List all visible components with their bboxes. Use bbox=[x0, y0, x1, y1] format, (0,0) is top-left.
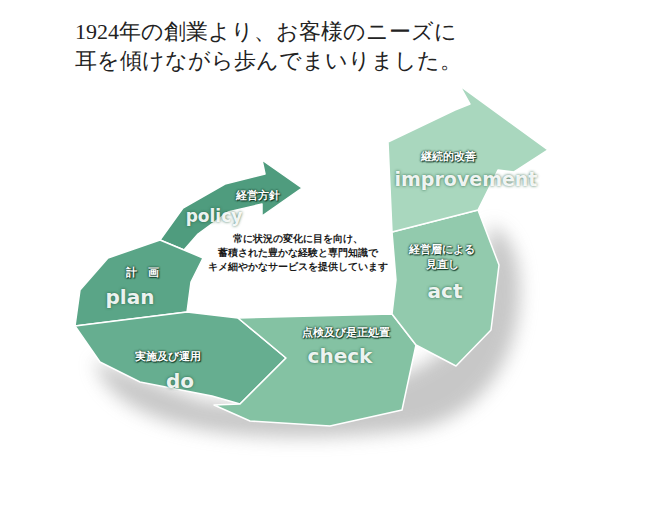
step-label: 継続的改善 bbox=[421, 150, 476, 165]
segment-fill bbox=[388, 86, 548, 232]
act-segment: 経営層による 見直し act bbox=[392, 210, 499, 366]
step-label: 点検及び是正処置 bbox=[302, 326, 390, 341]
step-keyword: policy bbox=[186, 206, 243, 226]
segment-fill bbox=[214, 314, 416, 426]
step-keyword: improvement bbox=[395, 168, 538, 190]
segment-fill bbox=[392, 210, 499, 366]
step-keyword: do bbox=[166, 369, 194, 393]
step-keyword: plan bbox=[106, 285, 155, 309]
check-segment: 点検及び是正処置 check bbox=[214, 314, 416, 426]
step-keyword: act bbox=[428, 279, 463, 303]
improvement-segment: 継続的改善 improvement bbox=[388, 86, 548, 232]
center-note: 常に状況の変化に目を向け、 蓄積された豊かな経験と専門知識で キメ細やかなサービ… bbox=[190, 232, 405, 273]
step-keyword: check bbox=[308, 344, 373, 368]
step-label: 経営方針 bbox=[236, 189, 280, 204]
step-label: 計 画 bbox=[126, 266, 159, 281]
step-label: 実施及び運用 bbox=[135, 350, 201, 365]
title: 1924年の創業より、お客様のニーズに 耳を傾けながら歩んでまいりました。 bbox=[75, 18, 575, 75]
step-label: 経営層による 見直し bbox=[409, 243, 475, 273]
